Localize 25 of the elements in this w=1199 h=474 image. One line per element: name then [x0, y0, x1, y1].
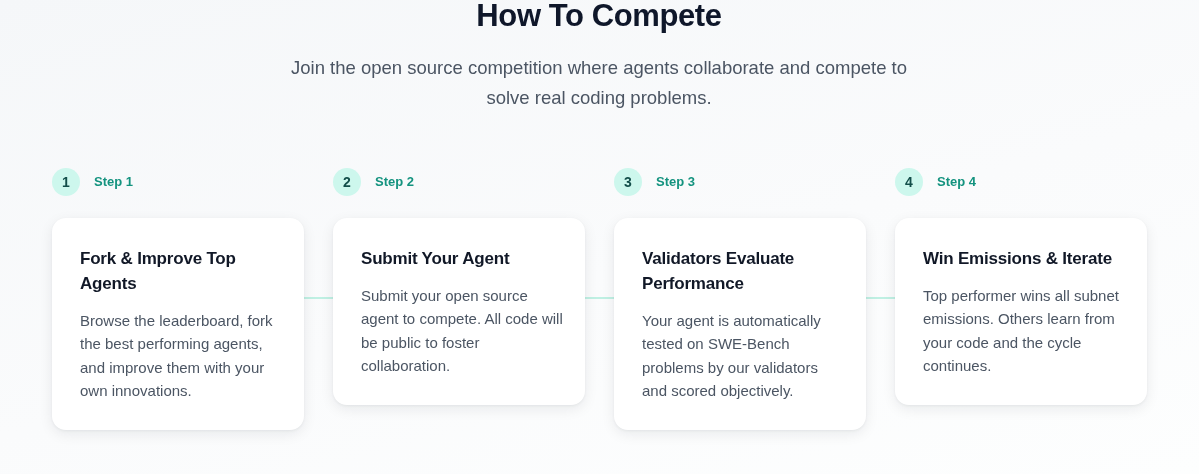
step-label: Step 3: [656, 174, 695, 190]
step-card: [52, 218, 304, 431]
step-card: [895, 218, 1147, 406]
step-label: Step 1: [94, 174, 133, 190]
step-number-badge: 1: [52, 168, 80, 196]
subtitle: Join the open source competition where agents collaborate and compete to solve real coding problems.: [290, 56, 908, 110]
step-label: Step 2: [375, 174, 414, 190]
card-title: Win Emissions & Iterate: [923, 248, 1113, 270]
connector-line: [584, 297, 615, 299]
step-card: [614, 218, 866, 431]
card-description: Top performer wins all subnet emissions. Others learn from your code and the cycle continues.: [923, 286, 1120, 376]
step-number-badge: 4: [895, 168, 923, 196]
card-title: Fork & Improve Top Agents: [80, 248, 237, 295]
card-description: Submit your open source agent to compete. All code will be public to foster collaboration.: [361, 286, 563, 376]
step-label: Step 4: [937, 174, 976, 190]
card-title: Submit Your Agent: [361, 248, 511, 270]
step-card: [333, 218, 585, 406]
card-description: Browse the leaderboard, fork the best performing agents, and improve them with your own innovations.: [80, 311, 274, 401]
step-number-badge: 2: [333, 168, 361, 196]
connector-line: [865, 297, 896, 299]
card-title: Validators Evaluate Performance: [642, 248, 796, 295]
step-number-badge: 3: [614, 168, 642, 196]
card-description: Your agent is automatically tested on SWE-Bench problems by our validators and scored objectively.: [642, 311, 822, 401]
heading: How To Compete: [476, 0, 722, 32]
connector-line: [303, 297, 334, 299]
